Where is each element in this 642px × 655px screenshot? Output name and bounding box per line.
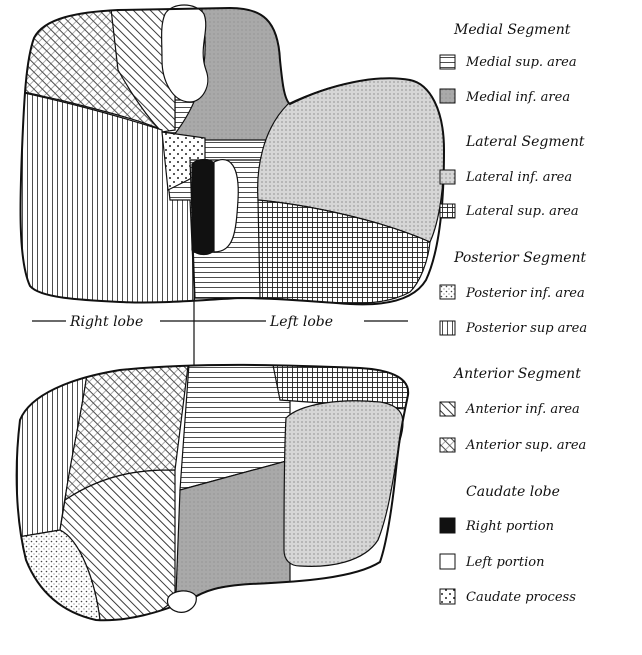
swatch-anterior-inf (440, 402, 455, 416)
caudate-right-portion (192, 160, 214, 255)
legend-item-caudate-process: Caudate process (466, 590, 576, 605)
legend-item-medial-inf: Medial inf. area (465, 90, 570, 105)
swatch-posterior-inf (440, 285, 455, 299)
left-lobe-label: Left lobe (269, 314, 333, 330)
legend-heading-caudate: Caudate lobe (466, 484, 560, 500)
legend-heading-medial: Medial Segment (453, 22, 571, 38)
swatch-posterior-sup (440, 321, 455, 335)
swatch-lateral-inf (440, 170, 455, 184)
swatch-caudate-process (440, 589, 455, 604)
swatch-caudate-right (440, 518, 455, 533)
legend-item-anterior-inf: Anterior inf. area (465, 402, 580, 417)
legend-item-lateral-inf: Lateral inf. area (465, 170, 572, 185)
liver-bottom-view (0, 350, 420, 640)
legend-item-medial-sup: Medial sup. area (465, 55, 577, 70)
legend-heading-lateral: Lateral Segment (465, 134, 585, 150)
legend-item-posterior-sup: Posterior sup area (465, 321, 587, 336)
legend: Medial Segment Medial sup. area Medial i… (440, 22, 587, 605)
legend-item-caudate-right: Right portion (465, 519, 554, 534)
swatch-lateral-sup (440, 204, 455, 218)
legend-heading-posterior: Posterior Segment (453, 250, 587, 266)
swatch-anterior-sup (440, 438, 455, 452)
legend-item-lateral-sup: Lateral sup. area (465, 204, 579, 219)
legend-heading-anterior: Anterior Segment (452, 366, 581, 382)
right-lobe-label: Right lobe (69, 314, 143, 330)
gallbladder-notch (162, 5, 208, 102)
legend-item-caudate-left: Left portion (465, 555, 544, 570)
swatch-medial-inf (440, 89, 455, 103)
liver-top-view (10, 0, 444, 310)
swatch-caudate-left (440, 554, 455, 569)
legend-item-anterior-sup: Anterior sup. area (465, 438, 586, 453)
gallbladder-fossa (167, 591, 196, 612)
legend-item-posterior-inf: Posterior inf. area (465, 286, 585, 301)
swatch-medial-sup (440, 55, 455, 69)
